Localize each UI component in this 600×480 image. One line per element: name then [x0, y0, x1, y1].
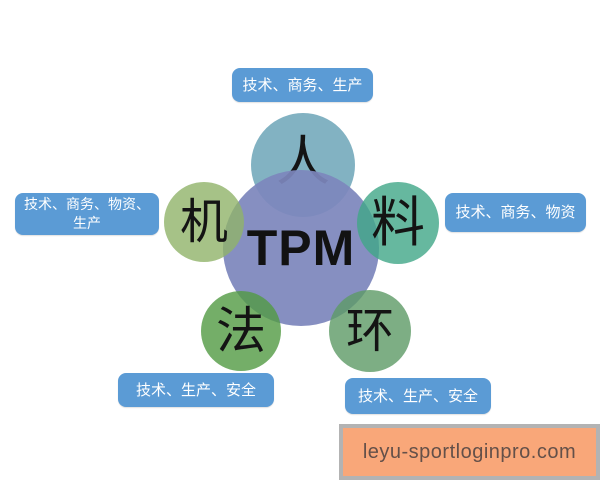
material-circle: 料: [357, 182, 439, 264]
environment-char: 环: [345, 303, 394, 359]
method-char: 法: [216, 302, 266, 360]
material-factors-text: 技术、商务、物资: [455, 204, 576, 221]
environment-factors-label: 技术、生产、安全: [345, 378, 491, 414]
environment-circle-fill: [329, 290, 411, 372]
tpm-title: TPM: [246, 220, 356, 276]
person-factors-text: 技术、商务、生产: [242, 76, 363, 94]
environment-circle: 环: [329, 290, 411, 372]
material-circle-fill: [357, 182, 439, 264]
watermark-inner: leyu-sportloginpro.com: [343, 428, 596, 476]
method-circle: 法: [201, 291, 281, 371]
machine-factors-text: 技术、商务、物资、 生产: [24, 196, 150, 231]
method-factors-label: 技术、生产、安全: [118, 373, 274, 407]
material-char: 料: [371, 191, 425, 254]
person-factors-label: 技术、商务、生产: [232, 68, 373, 102]
watermark-text: leyu-sportloginpro.com: [362, 440, 577, 463]
environment-factors-text: 技术、生产、安全: [357, 387, 478, 405]
method-circle-fill: [201, 291, 281, 371]
watermark-banner: leyu-sportloginpro.com: [339, 424, 600, 480]
material-factors-label: 技术、商务、物资: [445, 193, 586, 232]
machine-circle: 机: [164, 182, 244, 262]
machine-char: 机: [179, 194, 228, 250]
machine-circle-fill: [164, 182, 244, 262]
method-factors-text: 技术、生产、安全: [135, 381, 256, 399]
machine-factors-label: 技术、商务、物资、 生产: [15, 193, 159, 235]
